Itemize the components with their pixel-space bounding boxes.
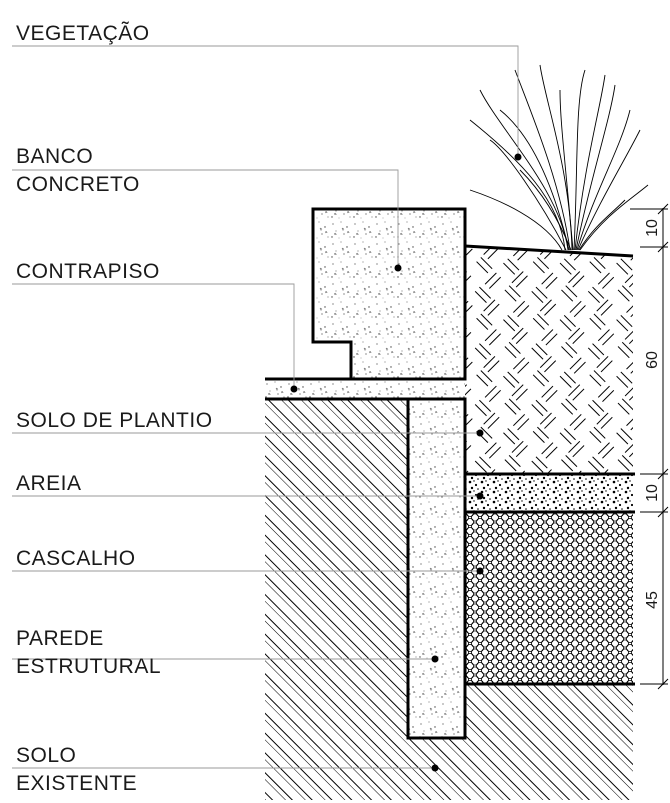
existing-soil-under-gravel (465, 684, 633, 738)
marker-parede (431, 655, 439, 663)
label-banco-2: CONCRETO (16, 173, 140, 196)
planting-soil (465, 246, 633, 474)
dim-soil: 60 (644, 351, 661, 369)
label-areia: AREIA (16, 472, 82, 495)
marker-solo-existente (431, 764, 439, 772)
label-solo-plantio: SOLO DE PLANTIO (16, 409, 213, 432)
dim-gravel: 45 (644, 591, 661, 609)
marker-areia (476, 492, 484, 500)
label-solo-existente-1: SOLO (16, 744, 76, 767)
existing-soil-left (265, 400, 408, 800)
marker-cascalho (476, 567, 484, 575)
leader-contrapiso (12, 283, 295, 389)
marker-contrapiso (290, 385, 298, 393)
dim-banco: 10 (644, 219, 661, 237)
vegetation-icon (469, 64, 649, 251)
marker-solo-plantio (476, 429, 484, 437)
label-contrapiso: CONTRAPISO (16, 260, 160, 283)
leader-banco (12, 169, 399, 268)
label-parede-2: ESTRUTURAL (16, 655, 161, 678)
gravel-layer (465, 512, 633, 684)
structural-wall (406, 397, 467, 740)
label-cascalho: CASCALHO (16, 547, 136, 570)
contrapiso-slab (265, 379, 465, 399)
marker-banco (394, 264, 402, 272)
label-parede-1: PAREDE (16, 627, 104, 650)
marker-vegetacao (514, 153, 522, 161)
label-banco-1: BANCO (16, 145, 93, 168)
leader-vegetacao (12, 45, 519, 157)
label-vegetacao: VEGETAÇÃO (16, 21, 150, 45)
dimension-line (630, 203, 669, 690)
existing-soil-bottom (408, 738, 633, 800)
label-solo-existente-2: EXISTENTE (16, 772, 137, 795)
dim-sand: 10 (644, 484, 661, 502)
concrete-bench (311, 207, 467, 381)
sand-layer (465, 474, 633, 512)
